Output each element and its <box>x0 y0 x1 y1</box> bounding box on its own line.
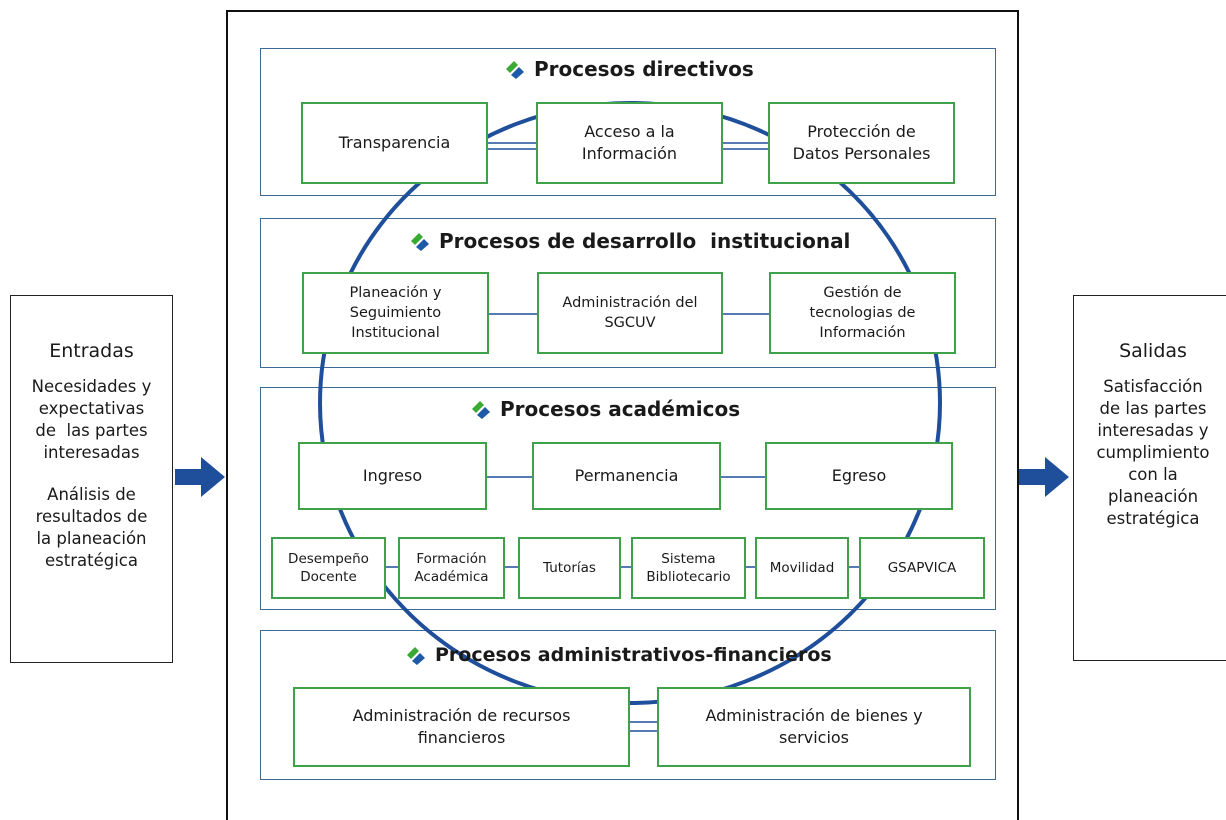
process-map-frame <box>226 10 1019 820</box>
process-proteccion-datos: Protección de Datos Personales <box>768 102 955 184</box>
process-label: Acceso a la <box>584 122 675 141</box>
inputs-text-needs: Necesidades y expectativas de las partes… <box>32 376 152 464</box>
process-label: Académica <box>414 569 489 585</box>
right-arrow-icon <box>175 457 225 497</box>
process-label: Ingreso <box>362 466 423 485</box>
outputs-line: de las partes <box>1099 399 1207 418</box>
inputs-line: Necesidades y <box>31 377 152 396</box>
outputs-line: interesadas y <box>1097 421 1209 440</box>
outputs-line: Satisfacción <box>1103 377 1203 396</box>
inputs-line: interesadas <box>43 443 140 462</box>
outputs-line: con la <box>1128 465 1178 484</box>
process-label: Seguimiento <box>349 305 442 321</box>
section-title-desarrollo: Procesos de desarrollo institucional <box>408 229 850 253</box>
outputs-text: Satisfacción de las partes interesadas y… <box>1096 376 1209 530</box>
process-egreso: Egreso <box>765 442 953 510</box>
process-gestion-tecnologias: Gestión de tecnologias de Información <box>769 272 956 354</box>
subprocess-movilidad: Movilidad <box>755 537 849 599</box>
process-label: Institucional <box>351 325 440 341</box>
uv-logo-icon <box>411 233 429 251</box>
inputs-line: la planeación <box>36 529 147 548</box>
process-label: Administración de recursos <box>352 706 571 725</box>
process-label: Información <box>819 325 906 341</box>
section-title-text: Procesos de desarrollo institucional <box>439 229 851 253</box>
process-label: Docente <box>300 569 357 585</box>
process-ingreso: Ingreso <box>298 442 487 510</box>
section-title-text: Procesos académicos <box>500 397 741 421</box>
process-label: Protección de <box>807 122 916 141</box>
process-label: Permanencia <box>574 466 679 485</box>
uv-logo-icon <box>472 401 490 419</box>
outputs-line: cumplimiento <box>1096 443 1210 462</box>
process-transparencia: Transparencia <box>301 102 488 184</box>
process-label: Desempeño <box>288 551 369 567</box>
process-label: Bibliotecario <box>646 569 731 585</box>
process-label: servicios <box>778 728 850 747</box>
section-title-text: Procesos directivos <box>534 57 754 81</box>
process-label: Movilidad <box>769 560 835 576</box>
inputs-line: estratégica <box>45 551 138 570</box>
inputs-line: de las partes <box>35 421 148 440</box>
right-arrow-icon <box>1019 457 1069 497</box>
inputs-box: Entradas Necesidades y expectativas de l… <box>10 295 173 663</box>
process-label: Tutorías <box>543 560 596 576</box>
outputs-line: planeación <box>1107 487 1199 506</box>
process-label: Datos Personales <box>792 144 931 163</box>
process-label: SGCUV <box>604 315 656 331</box>
inputs-title: Entradas <box>49 340 134 362</box>
process-permanencia: Permanencia <box>532 442 721 510</box>
process-label: Gestión de <box>823 285 902 301</box>
process-label: Administración del <box>562 295 698 311</box>
outputs-box: Salidas Satisfacción de las partes inter… <box>1073 295 1226 661</box>
inputs-line: Análisis de <box>47 485 136 504</box>
process-label: financieros <box>417 728 506 747</box>
subprocess-gsapvica: GSAPVICA <box>859 537 985 599</box>
process-label: tecnologias de <box>809 305 916 321</box>
process-acceso-informacion: Acceso a la Información <box>536 102 723 184</box>
process-label: Administración de bienes y <box>705 706 923 725</box>
process-administracion-recursos: Administración de recursos financieros <box>293 687 630 767</box>
inputs-line: expectativas <box>38 399 145 418</box>
process-label: Sistema <box>661 551 716 567</box>
process-administracion-bienes: Administración de bienes y servicios <box>657 687 971 767</box>
section-title-directivos: Procesos directivos <box>503 57 754 81</box>
outputs-line: estratégica <box>1106 509 1200 528</box>
uv-logo-icon <box>407 647 425 665</box>
section-title-administrativos: Procesos administrativos-financieros <box>404 644 832 666</box>
process-label: GSAPVICA <box>887 560 957 576</box>
process-label: Transparencia <box>338 133 451 152</box>
subprocess-tutorias: Tutorías <box>518 537 621 599</box>
inputs-text-analysis: Análisis de resultados de la planeación … <box>36 484 148 572</box>
outputs-title: Salidas <box>1119 340 1187 362</box>
process-label: Información <box>581 144 678 163</box>
inputs-line: resultados de <box>35 507 148 526</box>
uv-logo-icon <box>506 61 524 79</box>
process-label: Egreso <box>831 466 887 485</box>
section-title-text: Procesos administrativos-financieros <box>435 644 832 666</box>
process-label: Formación <box>416 551 487 567</box>
section-title-academicos: Procesos académicos <box>469 397 740 421</box>
process-label: Planeación y <box>349 285 442 301</box>
